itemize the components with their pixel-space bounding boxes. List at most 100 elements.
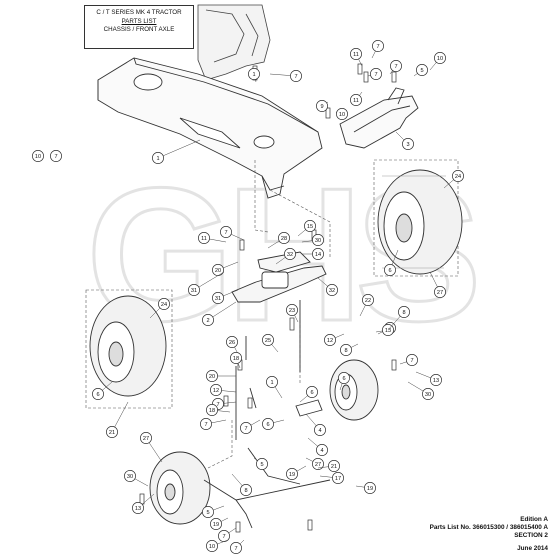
callout-circle [124,470,136,482]
tyre-front-left [149,451,211,525]
callout-44: 4 [305,413,326,436]
callout-33: 12 [324,333,345,346]
callout-9: 5 [413,64,428,77]
callout-57: 6 [262,418,285,430]
callout-number: 27 [315,462,321,468]
callout-number: 6 [266,422,269,428]
callout-circle [312,458,324,470]
callout-circle [240,422,252,434]
callout-circle [384,264,396,276]
callout-16: 27 [429,271,446,298]
callout-number: 31 [215,296,221,302]
callout-45: 5 [253,457,268,470]
callout-number: 5 [206,510,209,516]
callout-28: 14 [302,248,324,260]
callout-number: 5 [260,462,263,468]
callout-5: 7 [269,70,302,82]
callout-38: 8 [387,306,410,331]
callout-56: 18 [230,352,242,369]
callout-circle [332,472,344,484]
tyre-front-right [329,359,379,421]
callout-13: 3 [395,131,414,150]
callout-14: 24 [443,170,464,189]
callout-number: 7 [294,74,297,80]
callout-number: 19 [367,486,373,492]
callout-number: 30 [425,392,431,398]
callout-73: 7 [50,150,62,162]
footer-edition: Edition A [520,516,548,523]
callout-number: 20 [215,268,221,274]
callout-60: 13 [132,493,155,514]
callout-circle [202,314,214,326]
callout-12: 10 [335,108,348,120]
callout-circle [362,294,374,306]
callout-circle [220,226,232,238]
callout-circle [372,40,384,52]
callout-53: 23 [286,304,299,323]
callout-number: 21 [109,430,115,436]
callout-number: 13 [433,378,439,384]
callout-circle [370,68,382,80]
callout-circle [324,334,336,346]
callout-21: 31 [212,289,239,304]
callout-number: 10 [209,544,215,550]
callout-circle [230,352,242,364]
callout-circle [286,304,298,316]
callout-number: 11 [353,52,359,58]
callout-number: 10 [35,154,41,160]
callout-circle [206,540,218,552]
hardware-bolts [139,63,397,533]
callout-number: 30 [315,238,321,244]
callout-number: 32 [329,288,335,294]
callout-circle [406,354,418,366]
callout-circle [284,248,296,260]
callout-number: 31 [191,288,197,294]
callout-circle [312,234,324,246]
callout-68: 19 [210,517,229,530]
callout-number: 7 [54,154,57,160]
callout-number: 6 [388,268,391,274]
callout-number: 4 [320,448,323,454]
callout-number: 7 [376,44,379,50]
callout-number: 6 [310,390,313,396]
footer-block: Edition A Parts List No. 366015300 / 386… [430,516,548,540]
callout-47: 1 [266,376,283,399]
callout-36: 6 [338,372,350,391]
front-axle [231,251,327,303]
callout-18: 7 [220,226,245,241]
callout-1: 11 [350,48,363,67]
callout-59: 27 [305,457,324,470]
callout-circle [132,502,144,514]
callout-circle [206,404,218,416]
callout-number: 25 [265,338,271,344]
callout-circle [402,138,414,150]
callout-64: 19 [286,465,307,480]
callout-50: 18 [206,404,231,416]
callout-circle [328,460,340,472]
callout-46: 6 [299,386,318,403]
callout-circle [188,284,200,296]
callout-62: 8 [231,473,252,496]
callout-circle [262,334,274,346]
callout-circle [434,52,446,64]
callout-39: 20 [206,370,236,382]
callout-42: 7 [200,418,227,430]
callout-circle [202,506,214,518]
callout-circle [430,374,442,386]
callout-circle [266,376,278,388]
callout-number: 14 [315,252,321,258]
callout-11: 9 [316,100,329,112]
footer-parts-list: Parts List No. 366015300 / 386015400 A [429,524,548,531]
callout-circle [350,94,362,106]
callout-number: 7 [394,64,397,70]
callout-69: 7 [218,527,237,542]
callout-number: 13 [135,506,141,512]
callout-number: 21 [331,464,337,470]
callout-55: 13 [415,371,442,386]
callout-circle [306,386,318,398]
callout-number: 7 [224,230,227,236]
callout-3: 1 [152,139,201,164]
callout-circle [278,232,290,244]
callout-leader [157,139,201,159]
